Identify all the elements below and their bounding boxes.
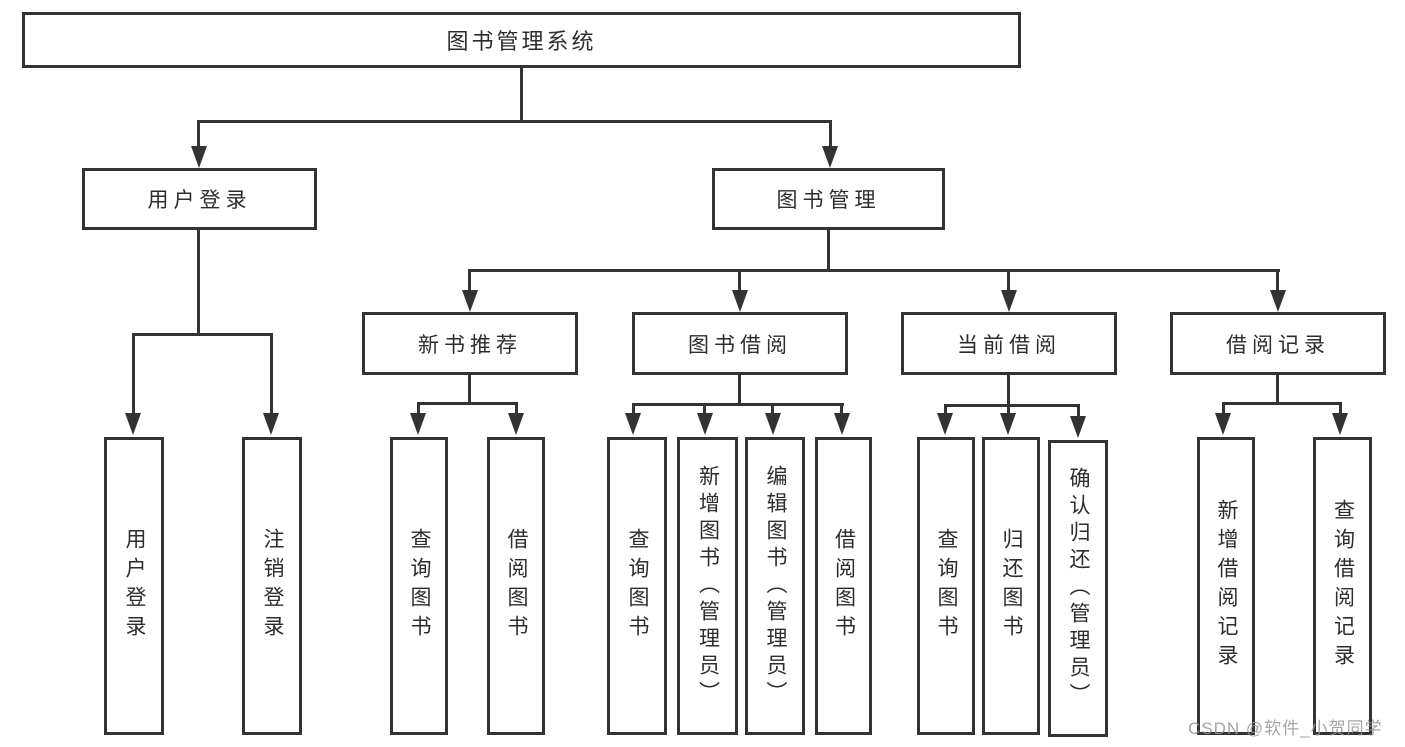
arrow-to-leaf-user-login xyxy=(125,413,141,435)
arrow-to-book-borrow xyxy=(732,290,748,312)
leaf-current-confirm-return-admin: 确认归还（管理员） xyxy=(1048,440,1108,737)
connector-current-rail xyxy=(944,404,1080,407)
connector-records-drop-2 xyxy=(1339,402,1342,418)
node-borrow-records: 借阅记录 xyxy=(1170,312,1386,375)
connector-bookmgmt-stem xyxy=(827,230,830,272)
connector-bookmgmt-drop-4 xyxy=(1276,269,1279,293)
arrow-borrow-leaf-2 xyxy=(697,413,713,435)
connector-bookmgmt-drop-2 xyxy=(738,269,741,293)
arrow-to-user-login xyxy=(191,146,207,168)
leaf-borrow-query-books: 查询图书 xyxy=(607,437,667,735)
node-book-management: 图书管理 xyxy=(712,168,945,230)
arrow-to-leaf-logout xyxy=(263,413,279,435)
connector-records-drop-1 xyxy=(1222,402,1225,418)
connector-current-stem xyxy=(1007,375,1010,407)
connector-records-rail xyxy=(1222,402,1342,405)
connector-userlogin-drop-1 xyxy=(132,333,135,418)
connector-root-drop-right xyxy=(829,120,832,150)
connector-recommend-rail xyxy=(417,402,518,405)
connector-current-drop-3 xyxy=(1077,404,1080,418)
connector-borrow-rail xyxy=(632,403,844,406)
arrow-recommend-leaf-1 xyxy=(410,413,426,435)
node-current-borrow: 当前借阅 xyxy=(901,312,1117,375)
leaf-recommend-query-books: 查询图书 xyxy=(390,437,448,735)
arrow-to-new-book-recommend xyxy=(462,290,478,312)
leaf-current-query-books: 查询图书 xyxy=(917,437,975,735)
connector-borrow-drop-1 xyxy=(632,403,635,418)
connector-root-rail xyxy=(197,120,832,123)
leaf-current-return-books: 归还图书 xyxy=(982,437,1040,735)
arrow-to-current-borrow xyxy=(1001,290,1017,312)
arrow-borrow-leaf-4 xyxy=(834,413,850,435)
connector-current-drop-2 xyxy=(1007,404,1010,418)
connector-borrow-drop-4 xyxy=(840,403,843,418)
connector-recommend-drop-2 xyxy=(515,402,518,418)
node-root: 图书管理系统 xyxy=(22,12,1021,68)
connector-bookmgmt-drop-1 xyxy=(468,269,471,293)
arrow-records-leaf-1 xyxy=(1215,413,1231,435)
arrow-current-leaf-2 xyxy=(1000,413,1016,435)
arrow-current-leaf-1 xyxy=(937,413,953,435)
connector-borrow-stem xyxy=(738,375,741,406)
connector-userlogin-drop-2 xyxy=(270,333,273,418)
connector-userlogin-stem xyxy=(197,230,200,336)
leaf-logout: 注销登录 xyxy=(242,437,302,735)
connector-userlogin-rail xyxy=(132,333,273,336)
connector-recommend-stem xyxy=(468,375,471,405)
node-new-book-recommend: 新书推荐 xyxy=(362,312,578,375)
node-book-borrow: 图书借阅 xyxy=(632,312,848,375)
arrow-to-borrow-records xyxy=(1270,290,1286,312)
arrow-recommend-leaf-2 xyxy=(508,413,524,435)
leaf-borrow-borrow-books: 借阅图书 xyxy=(815,437,872,735)
connector-root-drop-left xyxy=(197,120,200,150)
connector-borrow-drop-3 xyxy=(771,403,774,418)
connector-recommend-drop-1 xyxy=(417,402,420,418)
csdn-watermark: CSDN @软件_小贺同学 xyxy=(1188,719,1383,738)
connector-root-stem xyxy=(520,68,523,122)
connector-records-stem xyxy=(1276,375,1279,405)
leaf-recommend-borrow-books: 借阅图书 xyxy=(487,437,545,735)
leaf-records-add-record: 新增借阅记录 xyxy=(1197,437,1255,735)
arrow-records-leaf-2 xyxy=(1332,413,1348,435)
arrow-borrow-leaf-3 xyxy=(765,413,781,435)
arrow-to-book-management xyxy=(822,146,838,168)
leaf-borrow-add-books-admin: 新增图书（管理员） xyxy=(677,437,738,735)
node-user-login: 用户登录 xyxy=(82,168,317,230)
connector-borrow-drop-2 xyxy=(703,403,706,418)
leaf-user-login: 用户登录 xyxy=(104,437,164,735)
leaf-borrow-edit-books-admin: 编辑图书（管理员） xyxy=(745,437,805,735)
connector-bookmgmt-drop-3 xyxy=(1007,269,1010,293)
leaf-records-query-record: 查询借阅记录 xyxy=(1313,437,1372,735)
arrow-current-leaf-3 xyxy=(1070,416,1086,438)
connector-current-drop-1 xyxy=(944,404,947,418)
arrow-borrow-leaf-1 xyxy=(625,413,641,435)
connector-bookmgmt-rail xyxy=(468,269,1280,272)
